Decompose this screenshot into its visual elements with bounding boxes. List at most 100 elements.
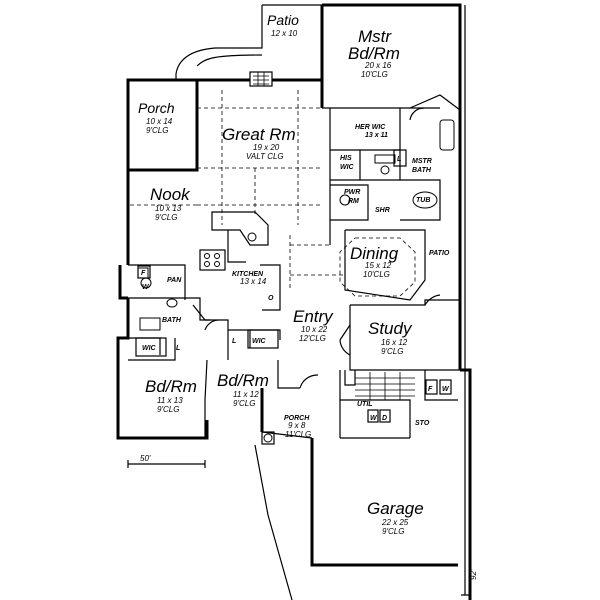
room-ceiling: 10'CLG bbox=[363, 270, 390, 279]
fixture-fridge: F bbox=[137, 265, 151, 279]
patio-outline bbox=[175, 4, 322, 80]
room-name: Bd/Rm bbox=[348, 44, 400, 63]
dining-tray bbox=[339, 237, 416, 297]
room-bed-left: Bd/Rm 11 x 13 9'CLG bbox=[145, 377, 197, 414]
fireplace-icon bbox=[249, 71, 273, 87]
stairs-icon bbox=[355, 372, 415, 400]
ceiling-lines bbox=[130, 90, 345, 290]
room-ceiling: 10'CLG bbox=[361, 70, 388, 79]
fixture-wic-mid-linen: L bbox=[232, 338, 236, 345]
room-wic-left: WIC bbox=[135, 337, 167, 357]
room-dims: 10 x 13 bbox=[155, 204, 182, 213]
room-great-room: Great Rm 19 x 20 VALT CLG bbox=[222, 125, 296, 161]
dimension-width-label: 50' bbox=[140, 454, 151, 463]
room-dining: Dining 15 x 12 10'CLG bbox=[350, 244, 399, 279]
room-dims: 12 x 10 bbox=[271, 29, 298, 38]
fixture-util-washer: W bbox=[367, 409, 379, 423]
room-name: TUB bbox=[416, 197, 430, 204]
room-porch-rear: Porch 10 x 14 9'CLG bbox=[138, 100, 175, 135]
fixture-label: D bbox=[382, 415, 387, 422]
fixture-linen: L bbox=[393, 149, 407, 167]
room-dims: 22 x 25 bbox=[381, 518, 409, 527]
room-name: PWR bbox=[344, 189, 360, 196]
room-name: PATIO bbox=[429, 250, 450, 257]
room-sto: STO bbox=[415, 420, 430, 427]
room-pan: PAN bbox=[167, 277, 182, 284]
dimension-depth-label: 92' bbox=[469, 569, 478, 580]
room-pwr-rm: PWR RM bbox=[344, 189, 360, 205]
room-his-wic: HIS WIC bbox=[340, 155, 355, 171]
room-name: RM bbox=[348, 198, 359, 205]
room-name: Great Rm bbox=[222, 125, 296, 144]
fixture-label: W bbox=[442, 386, 450, 393]
room-patio-top: Patio 12 x 10 bbox=[267, 12, 299, 38]
room-name: WIC bbox=[142, 345, 157, 352]
fixture-garage-washer: W bbox=[439, 379, 452, 395]
room-ceiling: 9'CLG bbox=[382, 527, 404, 536]
patio-outline-inner bbox=[196, 54, 263, 67]
room-name: Porch bbox=[138, 100, 175, 116]
fixture-washer: W bbox=[142, 284, 150, 291]
room-dims: 15 x 12 bbox=[365, 261, 392, 270]
room-name: Study bbox=[368, 319, 413, 338]
room-bath: BATH bbox=[162, 317, 182, 324]
dimension-depth: 92' bbox=[461, 5, 478, 596]
room-dims: 19 x 20 bbox=[253, 143, 280, 152]
room-patio-side: PATIO bbox=[429, 250, 450, 257]
room-util: UTIL bbox=[357, 401, 373, 408]
room-name: Mstr bbox=[358, 27, 392, 46]
room-name: PAN bbox=[167, 277, 182, 284]
lamp-post-icon bbox=[261, 431, 275, 445]
room-wic-right: WIC bbox=[247, 329, 279, 349]
fixture-oven: O bbox=[268, 295, 274, 302]
room-ceiling: 9'CLG bbox=[155, 213, 177, 222]
room-name: STO bbox=[415, 420, 430, 427]
room-kitchen: KITCHEN 13 x 14 bbox=[232, 271, 267, 286]
room-ceiling: 9'CLG bbox=[381, 347, 403, 356]
fixture-label: L bbox=[232, 338, 236, 345]
room-name: Bd/Rm bbox=[217, 371, 269, 390]
room-garage: Garage 22 x 25 9'CLG bbox=[367, 499, 424, 536]
room-dims: 13 x 11 bbox=[365, 132, 388, 139]
room-name: BATH bbox=[412, 167, 432, 174]
room-name: Nook bbox=[150, 185, 191, 204]
fixture-label: F bbox=[141, 270, 146, 277]
room-dims: 10 x 22 bbox=[301, 325, 328, 334]
room-tub: TUB bbox=[416, 197, 430, 204]
room-dims: 9 x 8 bbox=[288, 421, 306, 430]
room-name: Patio bbox=[267, 12, 299, 28]
room-nook: Nook 10 x 13 9'CLG bbox=[150, 185, 191, 222]
kitchen-island bbox=[199, 211, 281, 311]
fixture-label: W bbox=[142, 284, 150, 291]
room-porch-front: PORCH 9 x 8 11'CLG bbox=[284, 415, 311, 439]
room-name: Entry bbox=[293, 307, 334, 326]
bath-fixtures bbox=[137, 119, 455, 331]
room-name: Garage bbox=[367, 499, 424, 518]
room-name: KITCHEN bbox=[232, 271, 264, 278]
driveway-edge bbox=[254, 444, 293, 600]
fixture-label: W bbox=[370, 415, 378, 422]
doors bbox=[192, 107, 441, 389]
room-dims: 11 x 13 bbox=[157, 396, 183, 405]
room-study: Study 16 x 12 9'CLG bbox=[368, 319, 413, 356]
room-name: HIS bbox=[340, 155, 352, 162]
room-master-bed: Mstr Bd/Rm 20 x 16 10'CLG bbox=[348, 27, 400, 79]
fixture-label: L bbox=[176, 345, 180, 352]
room-name: Bd/Rm bbox=[145, 377, 197, 396]
fixture-label: O bbox=[268, 295, 274, 302]
room-ceiling: 9'CLG bbox=[146, 126, 168, 135]
room-dims: 20 x 16 bbox=[364, 61, 392, 70]
room-ceiling: 9'CLG bbox=[157, 405, 179, 414]
room-name: SHR bbox=[375, 207, 390, 214]
room-name: WIC bbox=[340, 164, 355, 171]
exterior-walls bbox=[116, 3, 472, 600]
room-her-wic: HER WIC 13 x 11 bbox=[355, 124, 388, 139]
dimension-width: 50' bbox=[127, 454, 206, 468]
fixture-label: F bbox=[428, 386, 433, 393]
room-dims: 16 x 12 bbox=[381, 338, 408, 347]
fixture-garage-fridge: F bbox=[425, 379, 438, 395]
room-bed-mid: Bd/Rm 11 x 12 9'CLG bbox=[217, 371, 269, 408]
fixture-wic-left-linen: L bbox=[176, 345, 180, 352]
room-entry: Entry 10 x 22 12'CLG bbox=[293, 307, 334, 343]
